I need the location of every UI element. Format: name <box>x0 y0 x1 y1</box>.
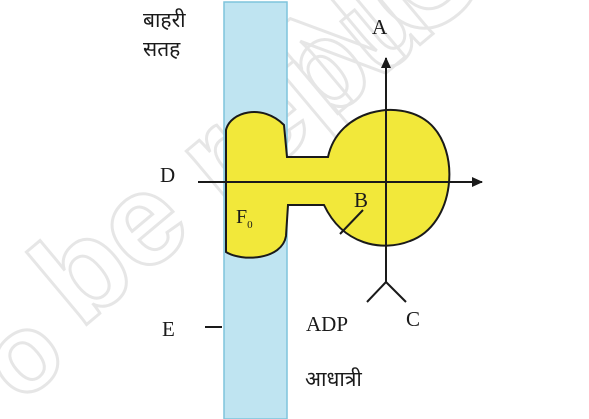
label-e: E <box>162 317 175 341</box>
b-pointer-line <box>339 209 364 235</box>
label-f0: F0 <box>236 206 253 231</box>
label-f0-base: F <box>236 206 247 228</box>
outer-surface-label-line2: सतह <box>143 37 181 61</box>
label-a: A <box>372 15 388 39</box>
label-f0-subscript: 0 <box>247 219 253 231</box>
label-adp: ADP <box>306 312 348 336</box>
matrix-label: आधात्री <box>305 367 362 391</box>
label-d: D <box>160 163 175 187</box>
f0-f1-complex <box>225 109 451 259</box>
fork-left-branch <box>366 281 387 303</box>
outer-surface-label-line1: बाहरी <box>143 8 186 32</box>
label-b: B <box>354 188 368 212</box>
fork-right-branch <box>385 281 407 303</box>
label-c: C <box>406 307 420 331</box>
